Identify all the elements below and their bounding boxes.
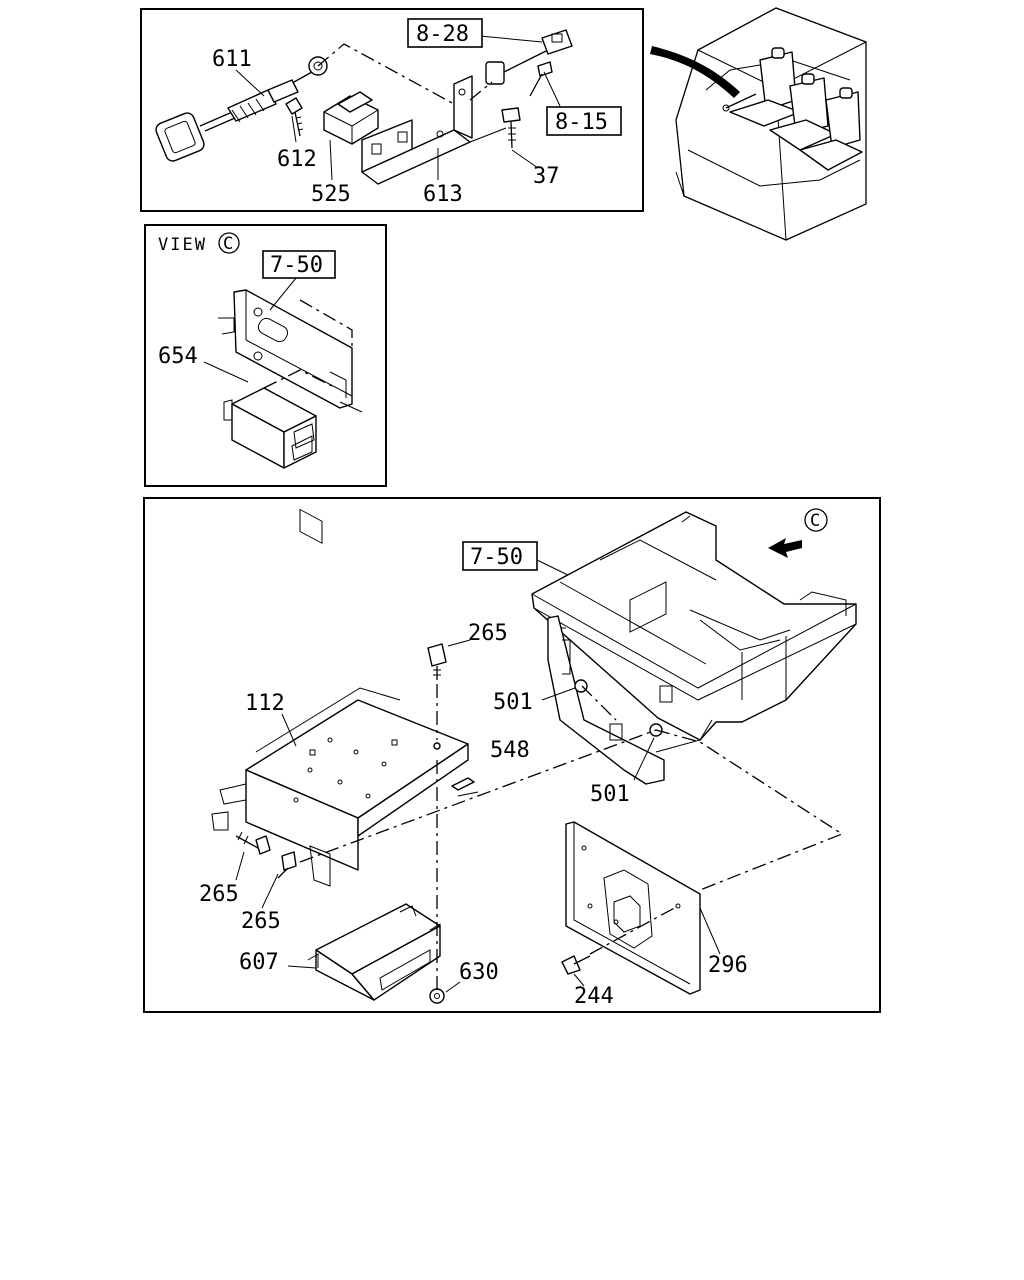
ref-box-8-28 [407, 18, 483, 48]
part-613-bracket [361, 75, 473, 185]
panel-top: 611 612 525 613 37 8-28 8-15 [140, 8, 644, 212]
label-ref-8-28: 8-28 [416, 22, 469, 47]
part-37-bolt [501, 107, 521, 149]
label-265-left: 265 [199, 882, 239, 907]
label-112: 112 [245, 691, 285, 716]
part-612-screw [285, 97, 304, 137]
part-265-bolts-lower [235, 831, 297, 879]
part-244-bolt [561, 955, 591, 975]
part-607-ecu [307, 903, 441, 1001]
label-view-title: VIEW [158, 235, 207, 255]
part-265-bolt-top [427, 643, 447, 680]
label-296: 296 [708, 953, 748, 978]
label-main-view-marker: C [810, 511, 820, 531]
view-direction-arrow [768, 538, 802, 558]
part-654-module [223, 387, 317, 469]
part-switch-connector [485, 29, 573, 85]
label-548: 548 [490, 738, 530, 763]
label-607: 607 [239, 950, 279, 975]
part-630-nut [429, 988, 445, 1004]
label-612: 612 [277, 147, 317, 172]
label-613: 613 [423, 182, 463, 207]
label-244: 244 [574, 984, 614, 1009]
part-296-cover [565, 821, 701, 995]
label-view-marker: C [223, 234, 233, 254]
label-630: 630 [459, 960, 499, 985]
label-501-upper: 501 [493, 690, 533, 715]
ref-box-7-50-view [262, 250, 336, 279]
ref-box-7-50-main [462, 541, 538, 571]
seat-base-structure [531, 511, 857, 785]
locator-arrow [650, 46, 740, 98]
panel-view-c: VIEW C 7-50 654 [144, 224, 387, 544]
panel-main: C 7-50 [143, 497, 881, 1013]
label-611: 611 [212, 47, 252, 72]
part-bolt-8-15 [529, 61, 553, 97]
view-bracket [218, 289, 363, 544]
label-265-mid: 265 [241, 909, 281, 934]
label-ref-7-50-main: 7-50 [470, 545, 523, 570]
label-37: 37 [533, 164, 560, 189]
label-265-top: 265 [468, 621, 508, 646]
label-ref-7-50-view: 7-50 [270, 253, 323, 278]
cab-locator-illustration [650, 7, 867, 241]
part-611-key-cable [155, 56, 328, 162]
part-112-ecu-bracket [211, 687, 469, 887]
panel-main-frame [143, 497, 881, 1013]
panel-top-frame [140, 8, 644, 212]
label-501-lower: 501 [590, 782, 630, 807]
label-654: 654 [158, 344, 198, 369]
label-525: 525 [311, 182, 351, 207]
view-marker-circle [218, 232, 240, 254]
main-view-marker-circle [804, 508, 828, 532]
part-525-clamp [323, 91, 379, 145]
panel-view-frame [144, 224, 387, 487]
label-ref-8-15: 8-15 [555, 110, 608, 135]
ref-box-8-15 [546, 106, 622, 136]
